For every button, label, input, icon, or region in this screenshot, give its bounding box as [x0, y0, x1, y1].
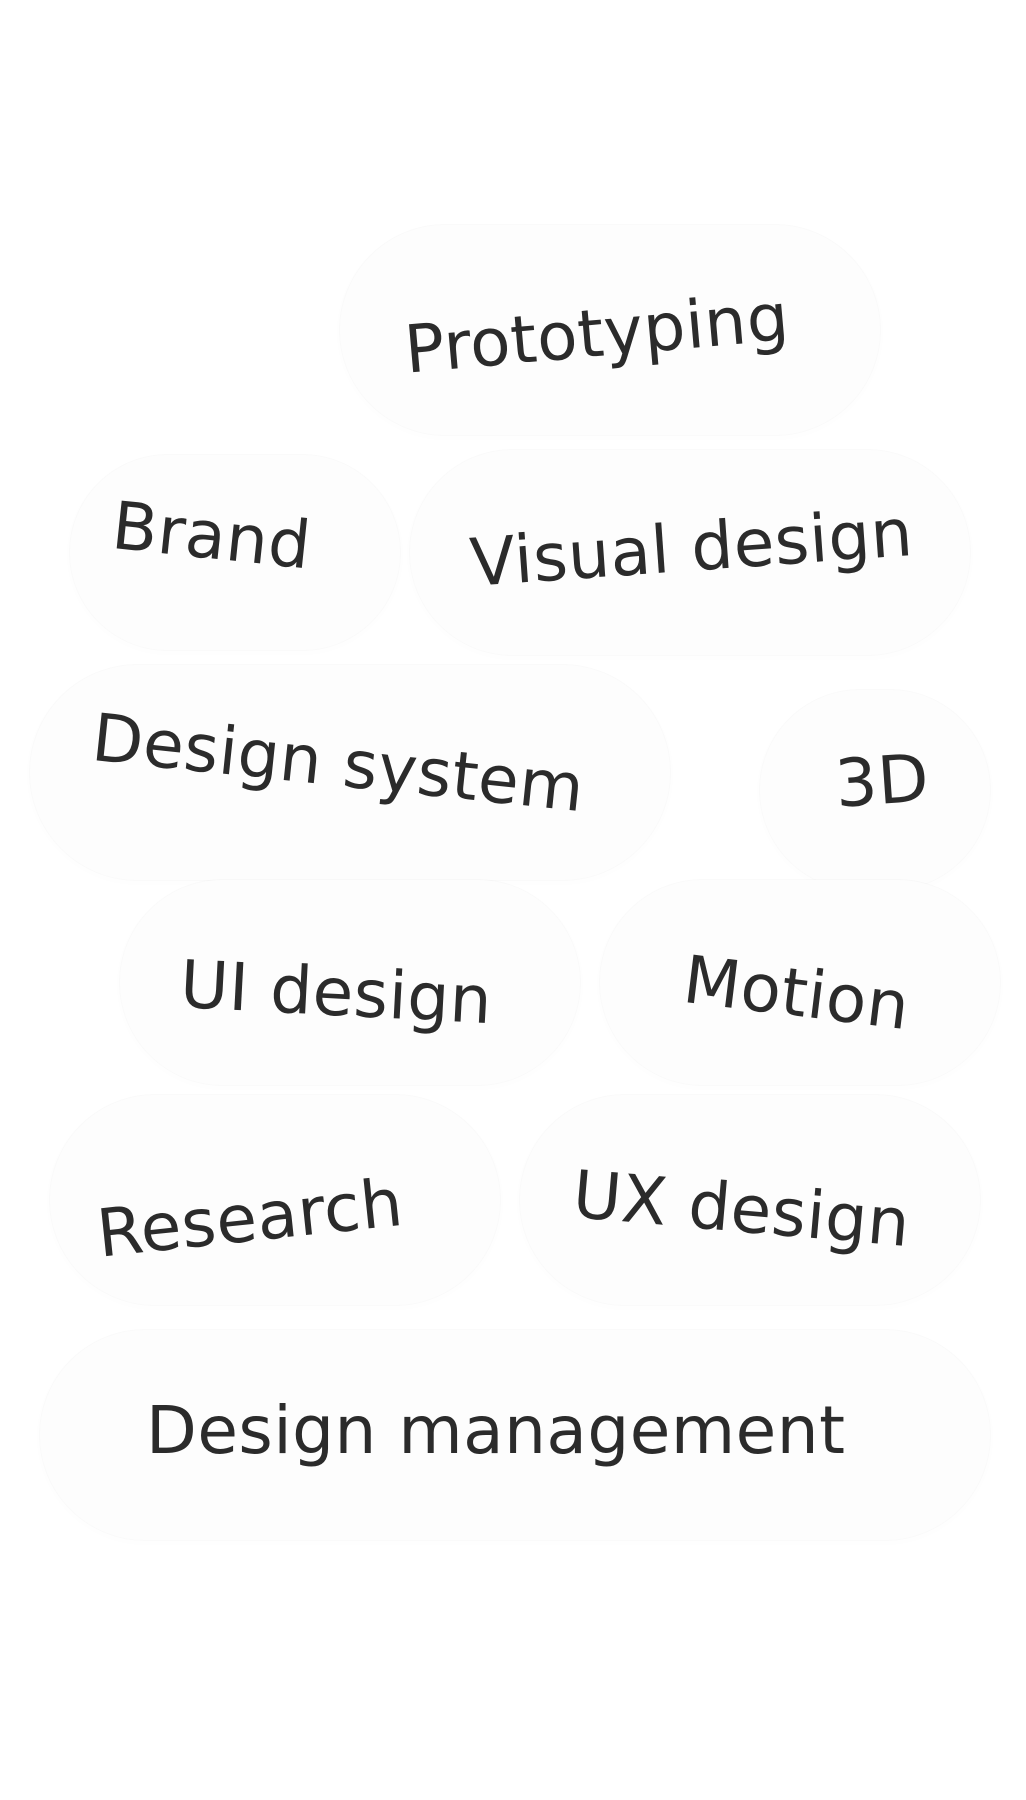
- tag-bubble: [120, 880, 580, 1085]
- tag-bubble: [40, 1330, 990, 1540]
- tag-ui-design[interactable]: UI design: [178, 946, 495, 1040]
- tag-bubble: [520, 1095, 980, 1305]
- tag-bubble: [410, 450, 970, 655]
- tag-bubble: [30, 665, 670, 880]
- tag-brand[interactable]: Brand: [108, 487, 315, 585]
- tag-bubble: [760, 690, 990, 890]
- tag-bubble: [600, 880, 1000, 1085]
- tag-bubble: [50, 1095, 500, 1305]
- tag-3d[interactable]: 3D: [832, 739, 932, 823]
- tag-design-management[interactable]: Design management: [146, 1392, 846, 1469]
- tag-bubble: [70, 455, 400, 650]
- tag-bubble: [340, 225, 880, 435]
